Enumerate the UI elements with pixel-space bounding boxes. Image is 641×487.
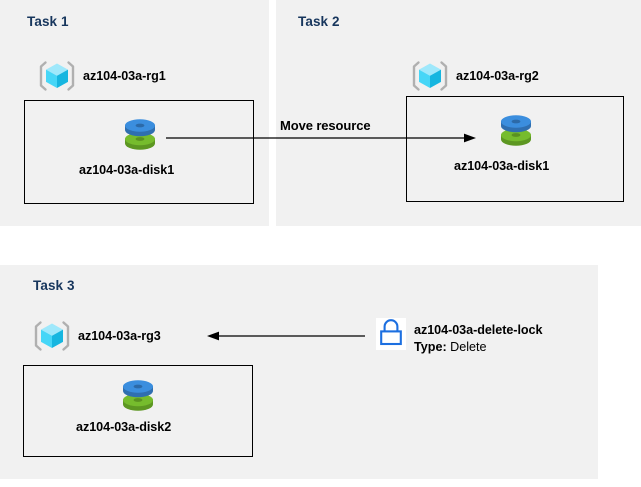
panel-task-2: Task 2 az104-03a-rg2 az104-03a-disk1	[276, 0, 641, 226]
managed-disk-icon	[120, 375, 156, 415]
resource-group-cube-icon	[33, 317, 71, 355]
panel-task-3: Task 3 az104-03a-rg3 az104-03a-disk2	[0, 265, 598, 479]
panel-task-1-title: Task 1	[27, 14, 69, 29]
panel-task-3-title: Task 3	[33, 278, 75, 293]
delete-lock-label: az104-03a-delete-lock	[414, 323, 543, 337]
lock-type-line: Type: Delete	[414, 340, 487, 354]
resource-group-cube-icon	[38, 57, 76, 95]
move-resource-label: Move resource	[280, 118, 371, 133]
resource-label: az104-03a-disk1	[79, 163, 175, 177]
padlock-icon	[376, 318, 406, 350]
panel-task-2-title: Task 2	[298, 14, 340, 29]
resource-group-cube-icon	[411, 57, 449, 95]
resource-group-boundary-box	[24, 100, 254, 204]
resource-group-boundary-box	[23, 365, 253, 457]
resource-group-boundary-box	[406, 96, 624, 202]
managed-disk-icon	[498, 110, 534, 150]
lock-type-value: Delete	[450, 340, 487, 354]
resource-group-label: az104-03a-rg2	[456, 69, 539, 83]
move-resource-arrow	[166, 130, 478, 146]
resource-group-label: az104-03a-rg1	[83, 69, 166, 83]
managed-disk-icon	[122, 114, 158, 154]
lock-type-key: Type:	[414, 340, 447, 354]
lock-to-resource-group-arrow	[207, 328, 367, 344]
resource-group-label: az104-03a-rg3	[78, 329, 161, 343]
resource-label: az104-03a-disk1	[454, 159, 550, 173]
resource-label: az104-03a-disk2	[76, 420, 172, 434]
panel-task-1: Task 1 az104-03a-rg1	[0, 0, 269, 226]
